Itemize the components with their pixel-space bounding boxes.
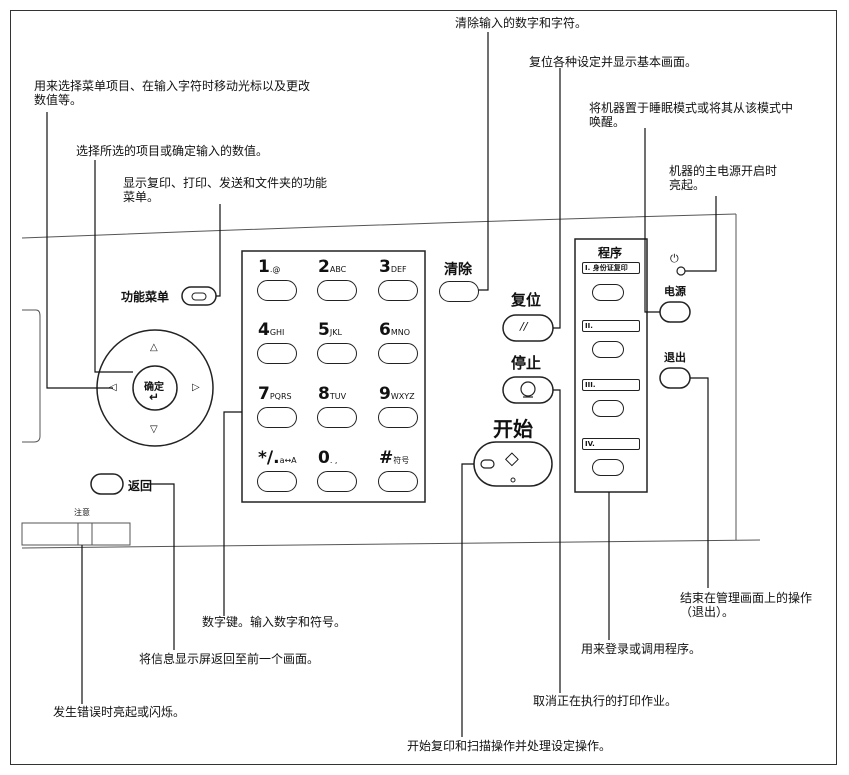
program-button-4[interactable] — [592, 459, 624, 476]
callout-program: 用来登录或调用程序。 — [581, 642, 702, 656]
callout-attention: 发生错误时亮起或闪烁。 — [53, 705, 186, 719]
digit-key-0[interactable] — [317, 471, 357, 492]
diagram-frame — [10, 10, 837, 765]
attention-label: 注意 — [74, 508, 90, 517]
arrow-right-icon[interactable]: ▷ — [192, 382, 200, 393]
digit-key-8[interactable] — [317, 407, 357, 428]
arrow-up-icon[interactable]: △ — [150, 342, 158, 353]
logout-button[interactable] — [659, 367, 691, 389]
navigation-dial[interactable] — [96, 329, 214, 447]
callout-cursor-keys: 用来选择菜单项目、在输入字符时移动光标以及更改 数值等。 — [34, 79, 311, 107]
star-key[interactable] — [257, 471, 297, 492]
power-button[interactable] — [659, 301, 691, 323]
enter-label: 确定 — [144, 382, 164, 393]
numeric-keypad-frame — [241, 250, 426, 503]
reset-button[interactable] — [502, 314, 554, 342]
program-panel-frame — [574, 238, 648, 493]
key-label: 7PQRS — [258, 384, 292, 404]
reset-label: 复位 — [511, 291, 542, 309]
leader-lines — [46, 32, 717, 737]
arrow-down-icon[interactable]: ▽ — [150, 424, 158, 435]
digit-key-1[interactable] — [257, 280, 297, 301]
power-label: 电源 — [664, 285, 686, 298]
digit-key-7[interactable] — [257, 407, 297, 428]
digit-key-5[interactable] — [317, 343, 357, 364]
key-label: 5JKL — [318, 320, 342, 340]
power-icon: ⏻ — [670, 252, 679, 265]
key-label: #符号 — [379, 448, 410, 468]
program-slot-label: II. — [582, 320, 640, 332]
clear-button[interactable] — [439, 281, 479, 302]
key-label: 8TUV — [318, 384, 347, 404]
digit-key-3[interactable] — [378, 280, 418, 301]
key-label: 2ABC — [318, 257, 347, 277]
digit-key-2[interactable] — [317, 280, 357, 301]
stop-button[interactable] — [502, 376, 554, 404]
callout-stop: 取消正在执行的打印作业。 — [533, 694, 678, 708]
program-slot-label: IV. — [582, 438, 640, 450]
start-indicator-lamp — [480, 459, 495, 469]
back-label: 返回 — [128, 479, 153, 493]
logout-label: 退出 — [664, 351, 686, 364]
callout-numeric-keys: 数字键。输入数字和符号。 — [202, 615, 347, 629]
reset-icon: // — [520, 320, 528, 333]
callout-reset: 复位各种设定并显示基本画面。 — [529, 55, 698, 69]
callout-clear: 清除输入的数字和字符。 — [455, 16, 588, 30]
key-label: 1.@ — [258, 257, 281, 277]
start-icon: ◇ — [505, 448, 519, 469]
callout-logout: 结束在管理画面上的操作 （退出）。 — [680, 591, 813, 619]
program-button-2[interactable] — [592, 341, 624, 358]
function-menu-lamp — [191, 292, 207, 301]
start-label: 开始 — [493, 417, 533, 441]
key-label: 6MNO — [379, 320, 411, 340]
program-button-1[interactable] — [592, 284, 624, 301]
callout-function-menu: 显示复印、打印、发送和文件夹的功能 菜单。 — [123, 176, 328, 204]
digit-key-9[interactable] — [378, 407, 418, 428]
power-indicator-lamp — [676, 266, 686, 276]
key-label: */.a↔A — [258, 448, 297, 468]
stop-label: 停止 — [511, 354, 542, 372]
key-label: 4GHI — [258, 320, 285, 340]
key-label: 9WXYZ — [379, 384, 415, 404]
program-slot-label: III. — [582, 379, 640, 391]
clear-label: 清除 — [444, 262, 472, 278]
stop-icon — [520, 381, 536, 397]
program-title: 程序 — [598, 246, 623, 260]
program-button-3[interactable] — [592, 400, 624, 417]
digit-key-4[interactable] — [257, 343, 297, 364]
arrow-left-icon[interactable]: ◁ — [109, 382, 117, 393]
enter-icon: ↵ — [149, 390, 160, 404]
callout-enter: 选择所选的项目或确定输入的数值。 — [76, 144, 269, 158]
callout-start: 开始复印和扫描操作并处理设定操作。 — [407, 739, 612, 753]
panel-outline — [21, 213, 761, 549]
digit-key-6[interactable] — [378, 343, 418, 364]
symbol-key[interactable] — [378, 471, 418, 492]
key-label: 0. , — [318, 448, 338, 468]
callout-back: 将信息显示屏返回至前一个画面。 — [139, 652, 320, 666]
function-menu-label: 功能菜单 — [121, 290, 170, 304]
start-indicator-dot — [510, 477, 516, 483]
callout-sleep: 将机器置于睡眠模式或将其从该模式中 唤醒。 — [589, 101, 794, 129]
back-button[interactable] — [90, 473, 124, 495]
program-slot-label: I. 身份证复印 — [582, 262, 640, 274]
callout-power-lamp: 机器的主电源开启时 亮起。 — [669, 164, 778, 192]
key-label: 3DEF — [379, 257, 407, 277]
